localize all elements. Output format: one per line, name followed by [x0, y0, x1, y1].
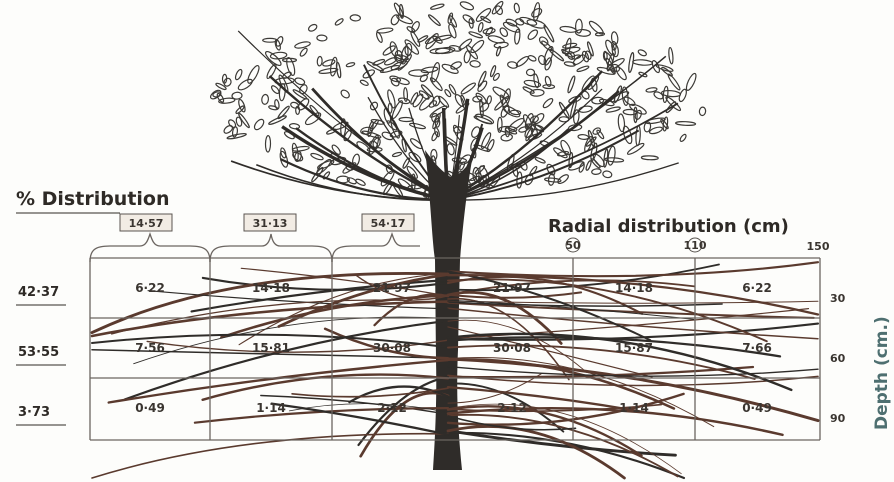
- depth-axis-label: Depth (cm.): [872, 316, 892, 430]
- cell-value-r3-c6: 0·49: [742, 401, 772, 415]
- cell-value-r2-c4: 30·08: [493, 341, 531, 355]
- cell-value-r2-c2: 15·81: [252, 341, 290, 355]
- row-percent-3: 3·73: [18, 405, 50, 420]
- cell-value-r1-c6: 6·22: [742, 281, 772, 295]
- radial-ticks: 50 110 150: [565, 238, 829, 253]
- cell-value-r2-c5: 15·87: [615, 341, 653, 355]
- depth-ticks: 30 60 90: [830, 292, 846, 425]
- cell-value-r1-c2: 14·18: [252, 281, 290, 295]
- column-percent-3: 54·17: [371, 217, 406, 230]
- cell-value-r3-c3: 2·12: [377, 401, 407, 415]
- cell-value-r3-c1: 0·49: [135, 401, 165, 415]
- cell-value-r1-c3: 21·97: [373, 281, 411, 295]
- depth-tick-30: 30: [830, 292, 846, 305]
- cell-value-r2-c6: 7·66: [742, 341, 772, 355]
- radial-tick-110: 110: [684, 239, 707, 252]
- row-percent-1: 42·37: [18, 285, 59, 300]
- tree-canopy: [209, 0, 706, 200]
- column-percent-1: 14·57: [129, 217, 164, 230]
- row-percent-2: 53·55: [18, 345, 59, 360]
- radial-distribution-title: Radial distribution (cm): [548, 216, 789, 237]
- cell-value-r2-c3: 30·08: [373, 341, 411, 355]
- radial-tick-50: 50: [565, 239, 581, 252]
- depth-tick-90: 90: [830, 412, 846, 425]
- radial-tick-150: 150: [807, 240, 830, 253]
- cell-value-r3-c2: 1·14: [256, 401, 286, 415]
- cell-value-r1-c4: 21·97: [493, 281, 531, 295]
- cell-value-r2-c1: 7·56: [135, 341, 165, 355]
- cell-value-r1-c5: 14·18: [615, 281, 653, 295]
- cell-value-r3-c5: 1·14: [619, 401, 649, 415]
- cell-value-r3-c4: 2·12: [497, 401, 527, 415]
- cell-value-r1-c1: 6·22: [135, 281, 165, 295]
- row-percent-labels: 42·37 53·55 3·73: [16, 285, 66, 425]
- depth-tick-60: 60: [830, 352, 846, 365]
- column-percent-labels: 14·57 31·13 54·17: [120, 214, 414, 231]
- column-percent-2: 31·13: [253, 217, 288, 230]
- percent-distribution-title: % Distribution: [16, 188, 170, 210]
